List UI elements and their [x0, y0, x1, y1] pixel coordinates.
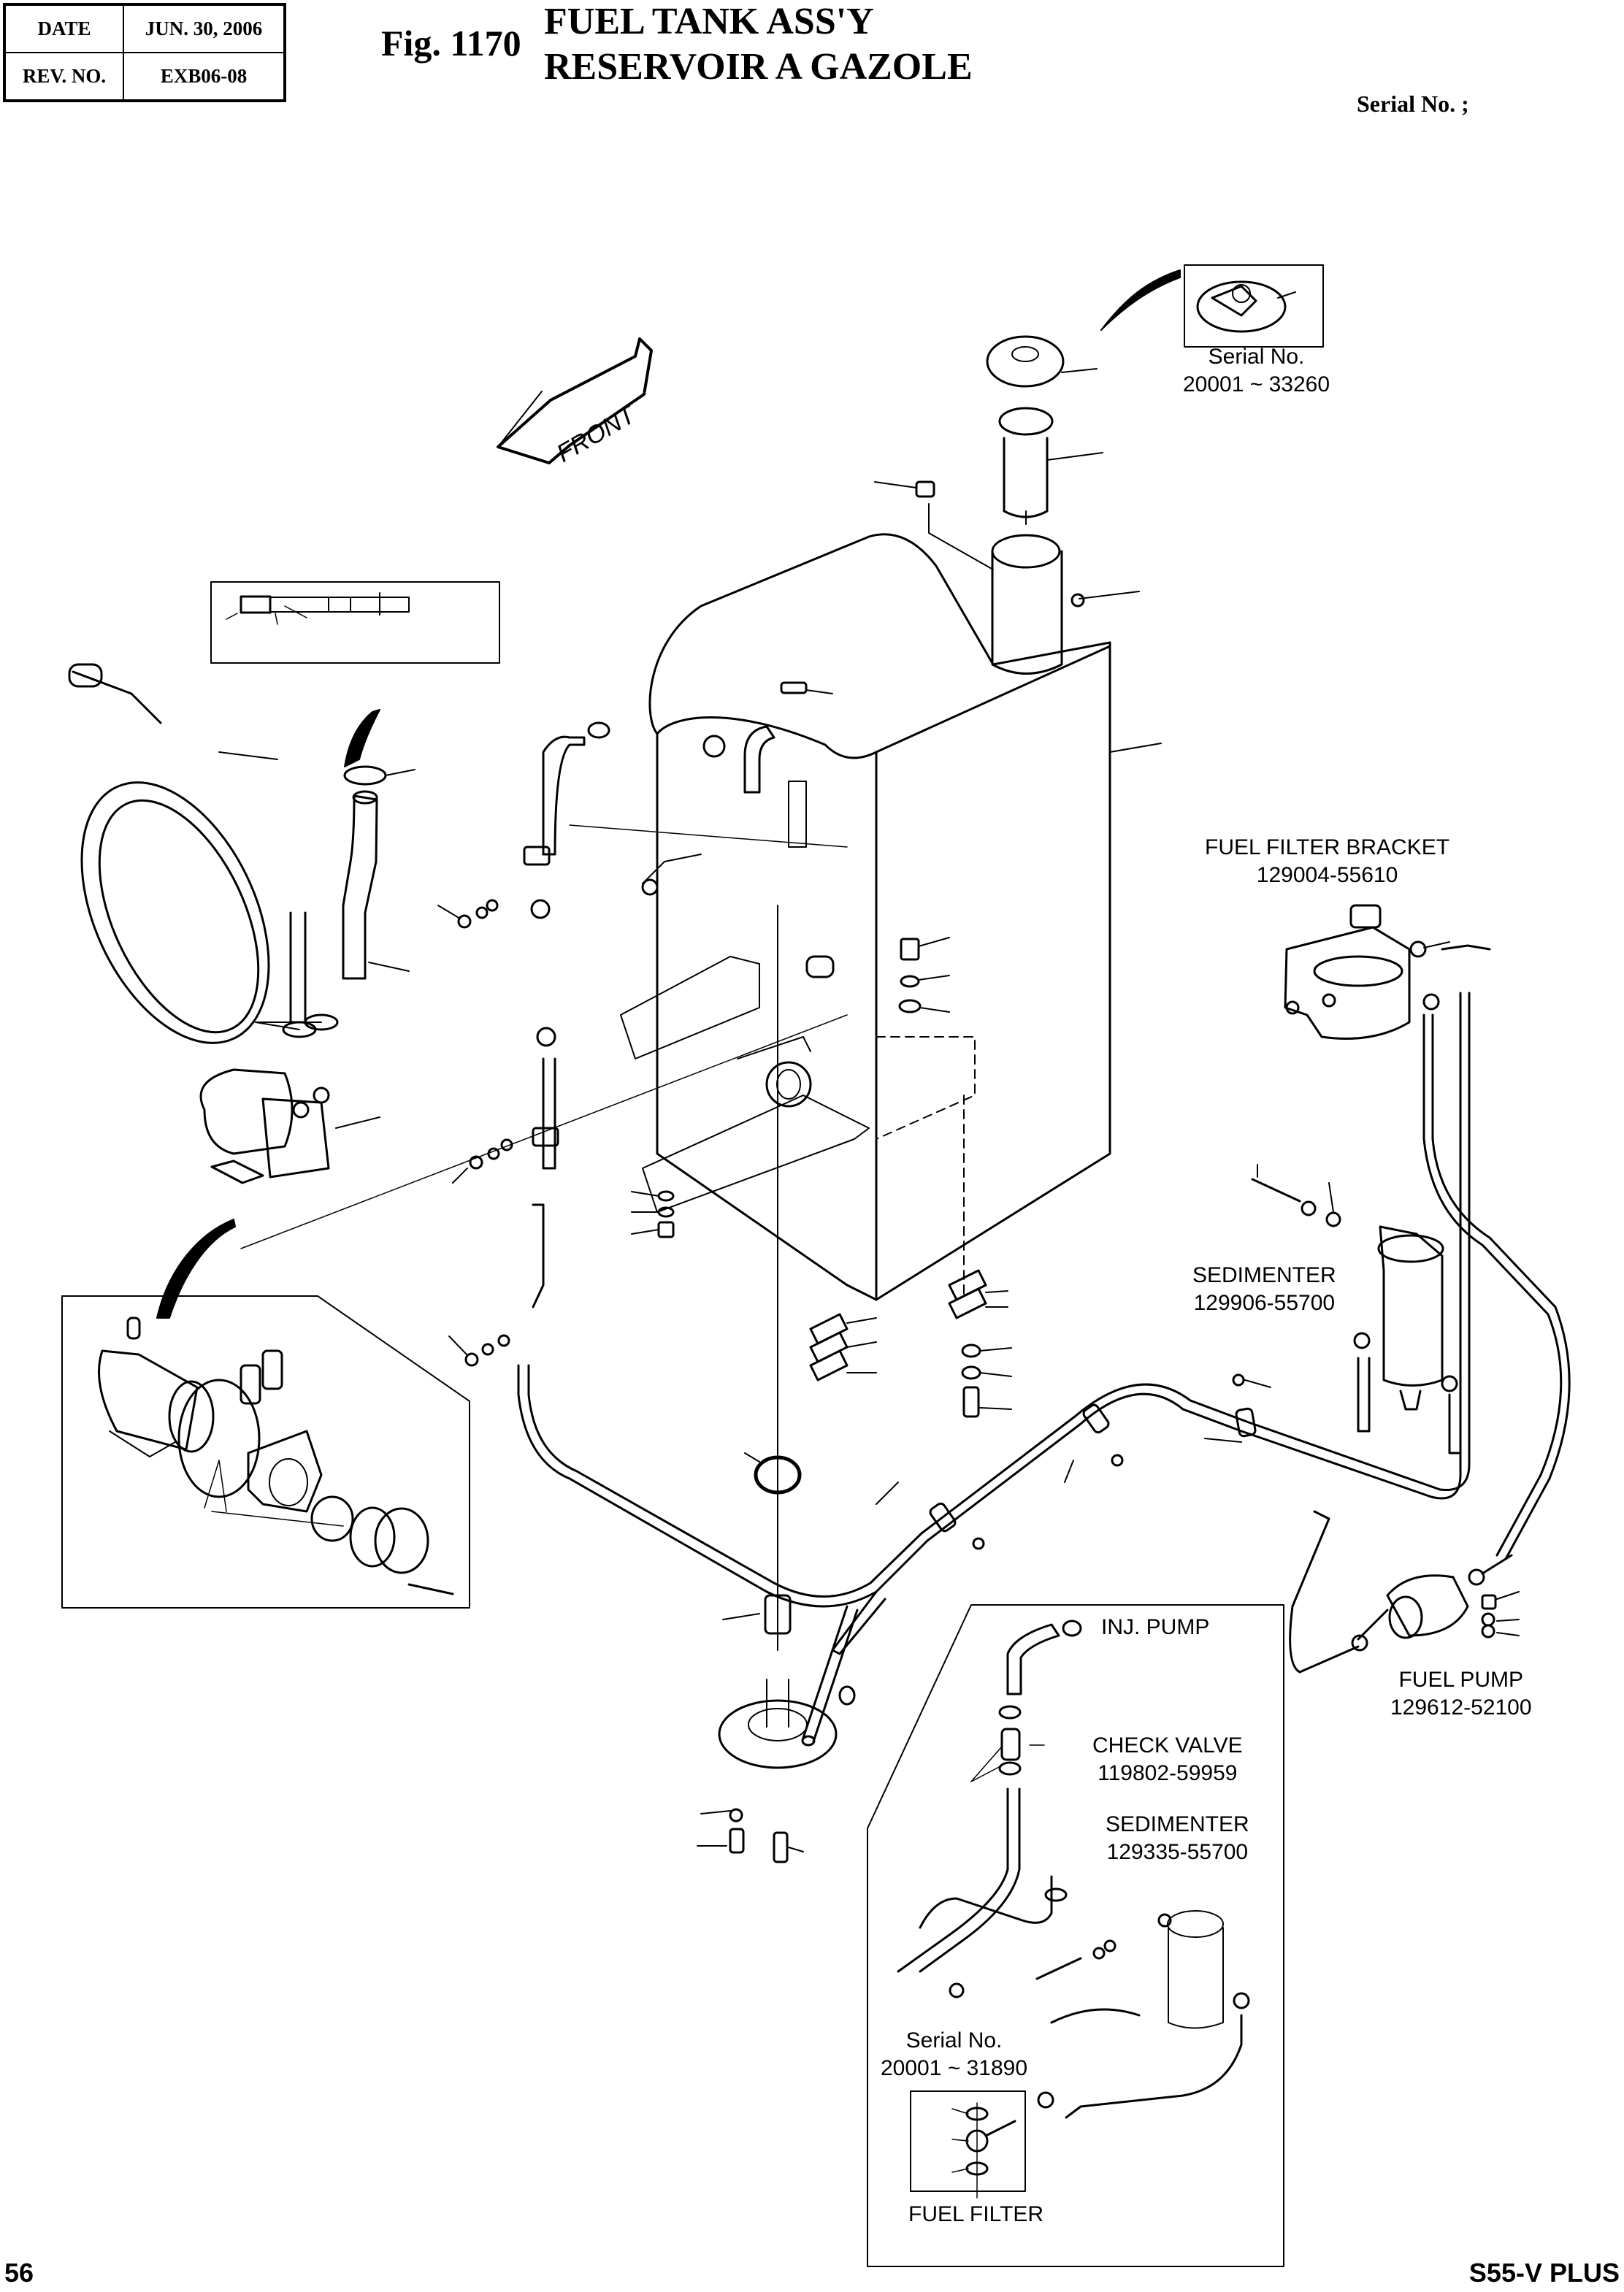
- revision-table: DATE JUN. 30, 2006 REV. NO. EXB06-08: [3, 3, 286, 102]
- part-number: 129906-55700: [1193, 1291, 1336, 1315]
- hose-clips: [876, 1375, 1271, 1549]
- serial-label: Serial No.: [1208, 345, 1305, 369]
- part-name: FUEL FILTER BRACKET: [1205, 835, 1450, 859]
- inj-pump-label: INJ. PUMP: [1101, 1615, 1210, 1639]
- leader-line: [1079, 591, 1139, 599]
- inset-pointer-arrow: [157, 1219, 235, 1318]
- rubber-shim-stack: [811, 1270, 1011, 1417]
- tank-bracket: [621, 957, 869, 1212]
- serial-label: Serial No.: [905, 2028, 1003, 2053]
- fuel-pump-label: FUEL PUMP 129612-52100: [1390, 1666, 1532, 1722]
- part-number: 129004-55610: [1256, 863, 1398, 887]
- leader-line: [241, 825, 847, 1249]
- rev-label: REV. NO.: [4, 52, 124, 101]
- fuel-filter-bracket-label: FUEL FILTER BRACKET 129004-55610: [1205, 834, 1449, 889]
- sedimenter-main-label: SEDIMENTER 129906-55700: [1192, 1262, 1336, 1317]
- tank-fittings: [643, 683, 832, 894]
- page-title-french: RESERVOIR A GAZOLE: [544, 46, 973, 88]
- date-value: JUN. 30, 2006: [123, 4, 286, 53]
- serial-number-heading: Serial No. ;: [1357, 91, 1469, 117]
- rev-value: EXB06-08: [123, 52, 286, 101]
- nut: [1072, 594, 1084, 606]
- front-arrow-label: FRONT: [552, 400, 641, 468]
- filler-cap: [987, 337, 1097, 386]
- fuel-filter-banjo-inset: [911, 2091, 1025, 2198]
- date-label: DATE: [4, 4, 124, 53]
- injection-pump-inset: [867, 1605, 1284, 2266]
- part-name: SEDIMENTER: [1192, 1263, 1336, 1287]
- figure-number: Fig. 1170: [381, 23, 521, 64]
- part-name: CHECK VALVE: [1092, 1733, 1243, 1758]
- check-valve-label: CHECK VALVE 119802-59959: [1092, 1732, 1243, 1787]
- refuel-pump-exploded-inset: [62, 1296, 470, 1608]
- cap-variant-serial: Serial No. 20001 ~ 33260: [1183, 343, 1330, 399]
- fuel-strainer: [1000, 408, 1103, 517]
- serial-range: 20001 ~ 33260: [1183, 372, 1330, 396]
- page-title-english: FUEL TANK ASS'Y: [544, 1, 874, 42]
- part-number: 119802-59959: [1098, 1761, 1238, 1785]
- model-name: S55-V PLUS: [1468, 2258, 1620, 2288]
- fuel-hose-main-loop: [518, 993, 1469, 1745]
- refuel-nozzle-inset: [211, 582, 499, 767]
- cap-variant-inset: [1101, 265, 1323, 347]
- filter-variant-serial: Serial No. 20001 ~ 31890: [881, 2027, 1027, 2082]
- breather-tube: [524, 723, 609, 1307]
- drain-hose-coil: [44, 664, 307, 1073]
- filler-neck: [992, 511, 1062, 674]
- sedimenter-inset-label: SEDIMENTER 129335-55700: [1106, 1811, 1249, 1866]
- sedimenter-main: [1252, 1165, 1460, 1453]
- part-name: FUEL PUMP: [1398, 1668, 1524, 1692]
- tank-mount-hardware: [632, 938, 975, 1300]
- fuel-tank: [650, 534, 1161, 1300]
- filler-hose: [343, 767, 415, 978]
- refuel-pump: [201, 1015, 380, 1183]
- inset-pointer-arrow: [345, 710, 380, 767]
- front-direction-arrow: FRONT: [498, 339, 651, 468]
- page-number: 56: [4, 2258, 34, 2288]
- inset-pointer-arrow: [1101, 270, 1180, 330]
- sender-gauge-assembly: [697, 905, 854, 1862]
- serial-range: 20001 ~ 31890: [881, 2056, 1028, 2080]
- fuel-filter-assembly: [1285, 905, 1569, 1559]
- clamp-bolt-sets: [438, 900, 512, 1365]
- part-name: SEDIMENTER: [1106, 1812, 1249, 1836]
- electric-fuel-pump: [1290, 1511, 1519, 1672]
- part-number: 129335-55700: [1106, 1840, 1249, 1864]
- part-number: 129612-52100: [1390, 1695, 1532, 1720]
- breather-bolt: [875, 482, 993, 570]
- fuel-filter-label: FUEL FILTER: [908, 2202, 1044, 2226]
